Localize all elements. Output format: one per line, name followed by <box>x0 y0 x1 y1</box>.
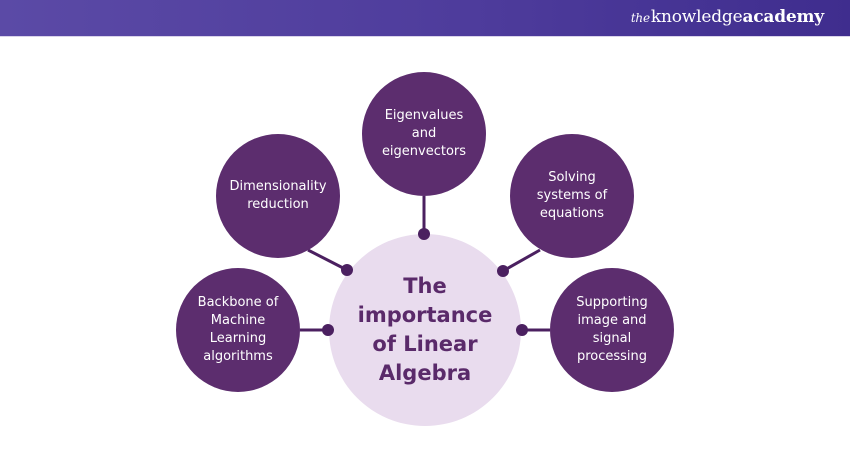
knowledge-academy-logo[interactable]: theknowledgeacademy <box>631 7 824 27</box>
center-title: The importance of Linear Algebra <box>335 240 515 420</box>
node-circle-right <box>550 268 674 392</box>
node-line: eigenvectors <box>381 144 467 159</box>
connector-dot-left <box>322 324 334 336</box>
node-line: equations <box>539 206 605 221</box>
node-eigenvalues: Eigenvalues and eigenvectors <box>362 72 486 196</box>
center-line-3: of Linear <box>372 332 478 356</box>
node-line: Eigenvalues <box>384 108 464 123</box>
node-line: algorithms <box>203 349 273 364</box>
node-line: image and <box>577 313 647 328</box>
node-line: Machine <box>210 313 266 328</box>
node-circle-top-right <box>510 134 634 258</box>
node-line: Learning <box>209 331 267 346</box>
node-circle-top <box>362 72 486 196</box>
node-circle-top-left <box>216 134 340 258</box>
center-line-1: The <box>403 274 447 298</box>
connector-dot-top-right <box>497 265 509 277</box>
header-bar: theknowledgeacademy <box>0 0 850 37</box>
center-line-4: Algebra <box>378 361 472 385</box>
node-line: and <box>411 126 437 141</box>
node-image-signal-processing: Supporting image and signal processing <box>550 268 674 392</box>
logo-word-knowledge: knowledge <box>650 7 743 27</box>
node-line: signal <box>592 331 632 346</box>
connector-dot-right <box>516 324 528 336</box>
node-line: reduction <box>247 197 309 212</box>
node-line: processing <box>576 349 648 364</box>
node-line: Solving <box>548 170 596 185</box>
node-line: Supporting <box>576 295 648 310</box>
center-circle <box>329 234 521 426</box>
logo-prefix: the <box>630 11 650 25</box>
node-circle-left <box>176 268 300 392</box>
center-line-2: importance <box>357 303 493 327</box>
connector-dot-top-left <box>341 264 353 276</box>
node-line: Backbone of <box>197 295 279 310</box>
node-dimensionality-reduction: Dimensionality reduction <box>216 134 340 258</box>
connector-dot-top <box>418 228 430 240</box>
connector-top-right <box>502 248 541 273</box>
connector-top-left <box>307 248 348 272</box>
node-backbone-ml: Backbone of Machine Learning algorithms <box>176 268 300 392</box>
node-solving-systems: Solving systems of equations <box>510 134 634 258</box>
logo-word-academy: academy <box>742 7 824 27</box>
node-line: Dimensionality <box>229 179 327 194</box>
node-line: systems of <box>536 188 608 203</box>
